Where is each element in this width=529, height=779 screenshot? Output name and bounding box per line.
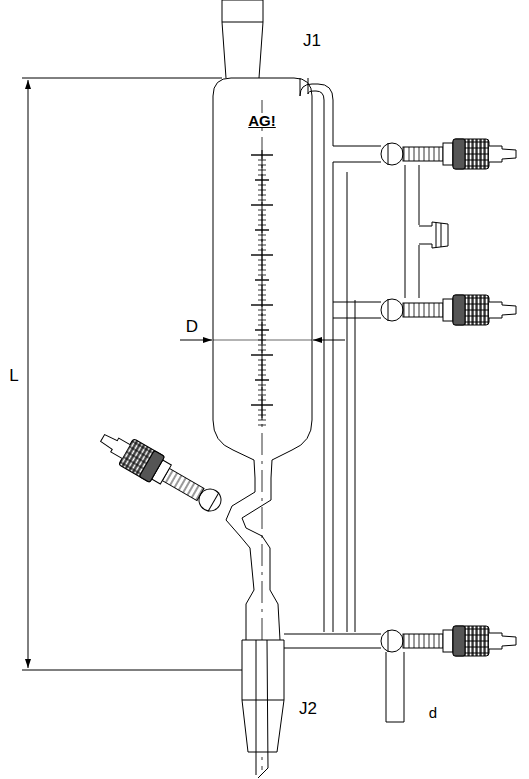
dimension-label: d bbox=[429, 705, 437, 720]
brand-mark: AG! bbox=[246, 113, 278, 128]
label-joint: J1 bbox=[303, 32, 321, 49]
label-joint: J2 bbox=[299, 700, 317, 717]
dimension-label: L bbox=[9, 367, 18, 384]
dimension-label: D bbox=[186, 318, 198, 335]
